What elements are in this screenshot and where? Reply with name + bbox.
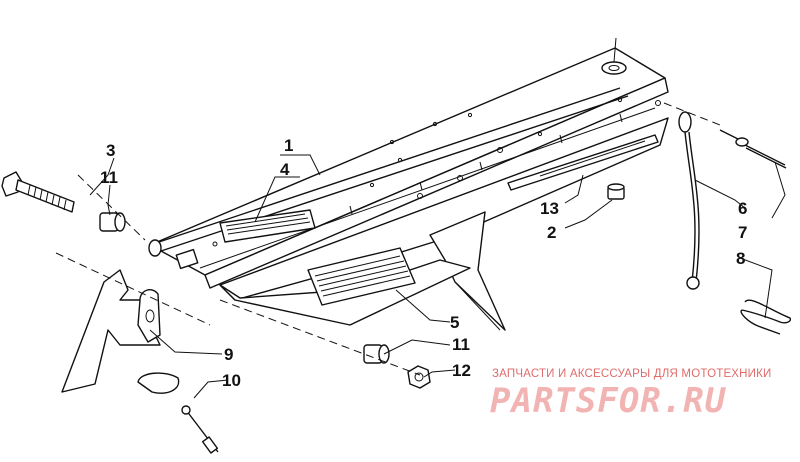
callout-5: 5: [450, 313, 459, 332]
clip: [719, 129, 787, 169]
callout-8: 8: [736, 249, 745, 268]
callout-12: 12: [452, 361, 471, 380]
watermark-tagline: ЗАПЧАСТИ И АКСЕССУАРЫ ДЛЯ МОТОТЕХНИКИ: [492, 368, 772, 380]
strip-decal: [507, 134, 659, 191]
hairpin-clip: [740, 299, 792, 335]
lock-nut: [407, 365, 431, 389]
callout-9: 9: [224, 345, 233, 364]
washer: [607, 183, 625, 200]
callouts: 1 4 3 11 13 2 6 7 8 5 9 10 11 12: [100, 136, 747, 390]
callout-11-upper: 11: [100, 168, 118, 187]
centerlines: [55, 102, 721, 376]
bolt: [1, 171, 75, 213]
skid-plate: [148, 37, 669, 331]
callout-10: 10: [222, 371, 241, 390]
decal-warning-bottom: [307, 247, 416, 306]
bushing-upper: [99, 212, 126, 232]
callout-7: 7: [738, 223, 747, 242]
callout-13: 13: [540, 199, 559, 218]
callout-3: 3: [106, 141, 115, 160]
pin: [181, 405, 219, 454]
callout-4: 4: [280, 160, 290, 179]
callout-11-lower: 11: [452, 335, 470, 354]
tether-cord: [678, 111, 700, 290]
callout-6: 6: [738, 199, 747, 218]
watermark-logo: PARTSFOR.RU: [490, 381, 727, 421]
bushing-lower: [363, 344, 390, 364]
callout-2: 2: [547, 223, 556, 242]
callout-1: 1: [284, 136, 293, 155]
leader-lines: [89, 154, 786, 399]
plug: [137, 372, 180, 394]
decal-warning-top: [219, 209, 316, 243]
mounting-bracket: [61, 269, 161, 393]
